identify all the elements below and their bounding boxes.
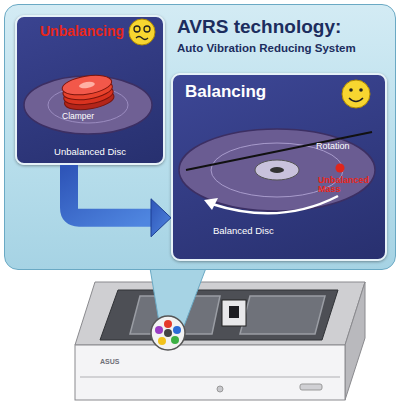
part-label: Unbalanced Mass [318,176,374,195]
disc-caption: Unbalanced Disc [17,147,163,157]
eject-button [300,384,322,390]
panel-title: AVRS technology: [177,17,393,38]
callout-panel: AVRS technology: Auto Vibration Reducing … [4,4,396,270]
part-label: Rotation [316,142,386,151]
tray-slot [80,377,340,378]
drive-frame [130,296,220,334]
drive-plate [100,290,338,340]
state-heading: Balancing [185,83,325,102]
part-label: Clamper [62,112,122,121]
brand-label: ASUS [100,358,140,365]
panel-subtitle: Auto Vibration Reducing System [177,42,393,55]
state-box: UnbalancingUnbalanced Disc [15,15,165,165]
clamper-ball [155,326,163,334]
drive-frame [240,296,325,334]
state-box: BalancingBalanced Disc [171,73,387,261]
state-heading: Unbalancing [17,24,147,39]
drive-front [75,345,345,400]
disc-caption: Balanced Disc [213,226,323,236]
clamper-ball [158,337,166,345]
pickup-lens [229,306,239,318]
clamper-ball [171,336,179,344]
callout-pointer [150,268,206,328]
drive-top [75,282,365,345]
clamper-symbol [151,316,185,350]
headphone-jack [217,386,223,392]
drive-side [345,282,365,400]
clamper-ball [173,326,181,334]
clamper-hub [164,329,172,337]
clamper-ball [164,320,172,328]
pickup-lens [222,300,246,326]
